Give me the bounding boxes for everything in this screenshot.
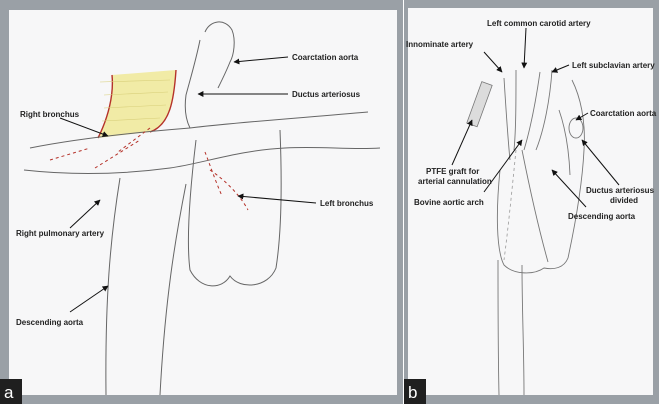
label-ductus-arteriosus-line1: Ductus arteriosus [586, 186, 655, 195]
panel-a: Coarctation aorta Ductus arteriosus Righ… [0, 0, 403, 404]
label-right-pulmonary-artery: Right pulmonary artery [16, 229, 105, 238]
label-left-subclavian-artery: Left subclavian artery [572, 61, 655, 70]
label-ptfe-graft-line1: PTFE graft for [426, 167, 479, 176]
panel-b-letter: b [408, 383, 417, 402]
label-bovine-aortic-arch: Bovine aortic arch [414, 198, 484, 207]
panel-a-letter: a [4, 383, 14, 402]
label-ptfe-graft-line2: arterial cannulation [418, 177, 492, 186]
label-ductus-arteriosus-line2: divided [610, 196, 638, 205]
panel-b: Left common carotid artery Innominate ar… [404, 0, 659, 404]
label-left-common-carotid-artery: Left common carotid artery [487, 19, 591, 28]
label-descending-aorta: Descending aorta [16, 318, 84, 327]
label-ductus-arteriosus: Ductus arteriosus [292, 90, 361, 99]
label-coarctation-aorta: Coarctation aorta [590, 109, 657, 118]
label-left-bronchus: Left bronchus [320, 199, 374, 208]
label-descending-aorta: Descending aorta [568, 212, 636, 221]
label-right-bronchus: Right bronchus [20, 110, 80, 119]
label-innominate-artery: Innominate artery [406, 40, 474, 49]
label-coarctation-aorta: Coarctation aorta [292, 53, 359, 62]
panel-b-drawing: Left common carotid artery Innominate ar… [404, 0, 659, 404]
panel-a-drawing: Coarctation aorta Ductus arteriosus Righ… [0, 0, 403, 404]
